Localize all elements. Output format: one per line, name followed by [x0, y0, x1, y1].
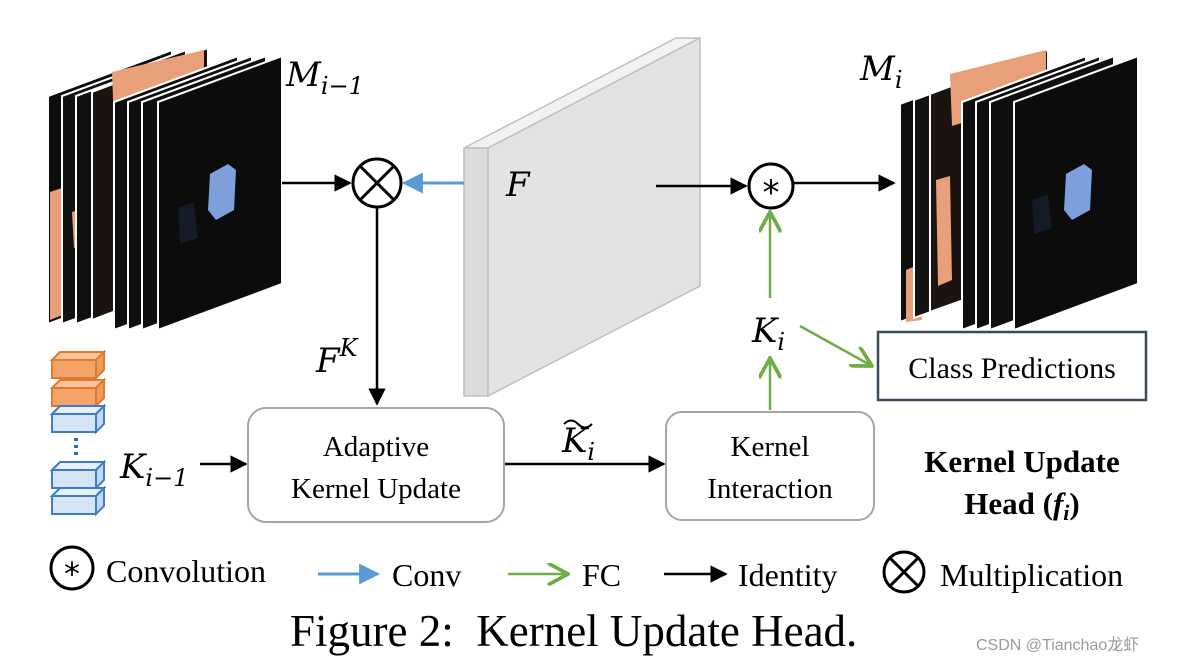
watermark: CSDN @Tianchao龙虾 — [976, 636, 1139, 654]
head-title-line2: Head (fi) — [964, 486, 1079, 525]
kernel-interaction-box: Kernel Interaction — [665, 411, 875, 521]
legend-conv: Conv — [318, 557, 461, 593]
svg-text:Kernel Update: Kernel Update — [291, 473, 461, 505]
svg-text:Kernel: Kernel — [731, 431, 810, 463]
label-m-next: Mi — [859, 49, 903, 94]
svg-text:Multiplication: Multiplication — [940, 557, 1123, 593]
legend-identity: Identity — [664, 557, 838, 593]
mask-stack-prev — [47, 46, 283, 332]
arrows — [200, 172, 896, 473]
svg-text:Ki: Ki — [561, 421, 595, 466]
mask-stack-next — [899, 48, 1139, 332]
multiplication-operator — [351, 157, 403, 209]
label-feature: F — [505, 165, 531, 205]
svg-text:Interaction: Interaction — [707, 473, 833, 505]
label-k-tilde: Ki — [561, 419, 595, 466]
convolution-operator: * — [747, 162, 795, 213]
svg-text:*: * — [64, 555, 80, 593]
figure-caption: Figure 2: Kernel Update Head. — [290, 606, 857, 656]
label-feature-k: FK — [315, 334, 360, 381]
head-title-line1: Kernel Update — [924, 444, 1119, 479]
legend: * Convolution Conv FC Identity Multiplic… — [49, 545, 1123, 594]
label-k-prev: Ki−1 — [119, 447, 188, 492]
legend-multiplication: Multiplication — [882, 550, 1123, 594]
legend-fc: FC — [508, 557, 621, 593]
svg-text:Identity: Identity — [738, 557, 838, 593]
class-predictions-box: Class Predictions — [876, 330, 1148, 402]
svg-text:Adaptive: Adaptive — [323, 431, 429, 463]
label-k-next: Ki — [751, 311, 785, 356]
arrow-ki-to-class — [799, 324, 872, 366]
svg-text:Convolution: Convolution — [106, 553, 266, 589]
feature-map — [463, 36, 701, 398]
adaptive-kernel-update-box: Adaptive Kernel Update — [247, 407, 505, 523]
svg-text:Class Predictions: Class Predictions — [908, 352, 1116, 385]
label-m-prev: Mi−1 — [285, 55, 364, 100]
svg-text:FC: FC — [582, 557, 621, 593]
legend-convolution: * Convolution — [49, 545, 266, 593]
svg-text:*: * — [763, 173, 780, 213]
kernel-stack — [49, 349, 107, 517]
svg-text:Conv: Conv — [392, 557, 461, 593]
